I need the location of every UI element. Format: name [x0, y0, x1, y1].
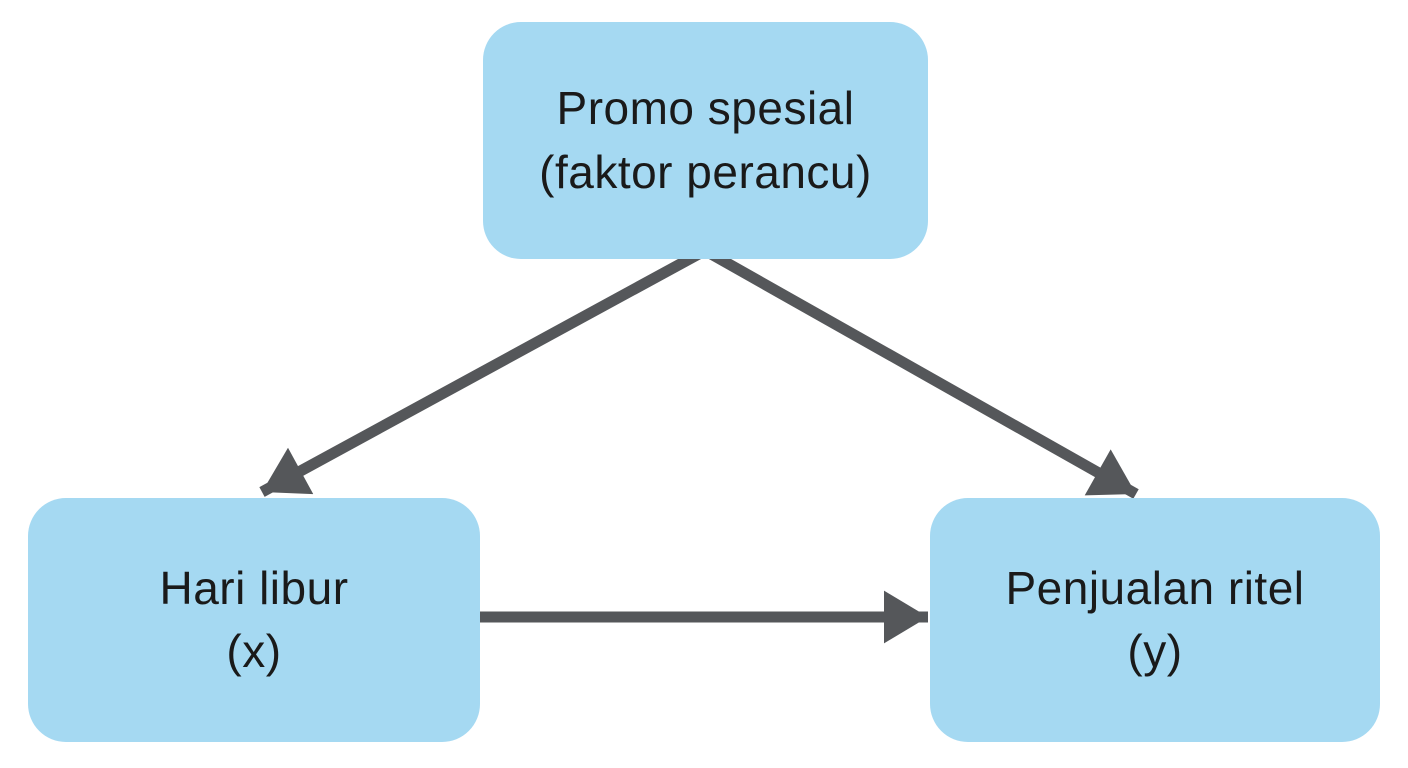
node-penjualan-ritel-label-line2: (y): [1127, 625, 1183, 677]
arrow-confounder-to-x: [259, 245, 709, 497]
node-penjualan-ritel: Penjualan ritel (y): [930, 498, 1380, 742]
node-promo-spesial-label-line2: (faktor perancu): [539, 145, 872, 198]
node-promo-spesial: Promo spesial (faktor perancu): [483, 22, 928, 259]
node-hari-libur-label-line2: (x): [226, 625, 282, 677]
node-hari-libur-label-line1: Hari libur: [159, 561, 349, 614]
node-penjualan-ritel-label-line1: Penjualan ritel: [1005, 561, 1305, 614]
arrow-confounder-to-y: [701, 245, 1139, 499]
node-promo-spesial-label-line1: Promo spesial: [556, 82, 855, 135]
node-hari-libur: Hari libur (x): [28, 498, 480, 742]
